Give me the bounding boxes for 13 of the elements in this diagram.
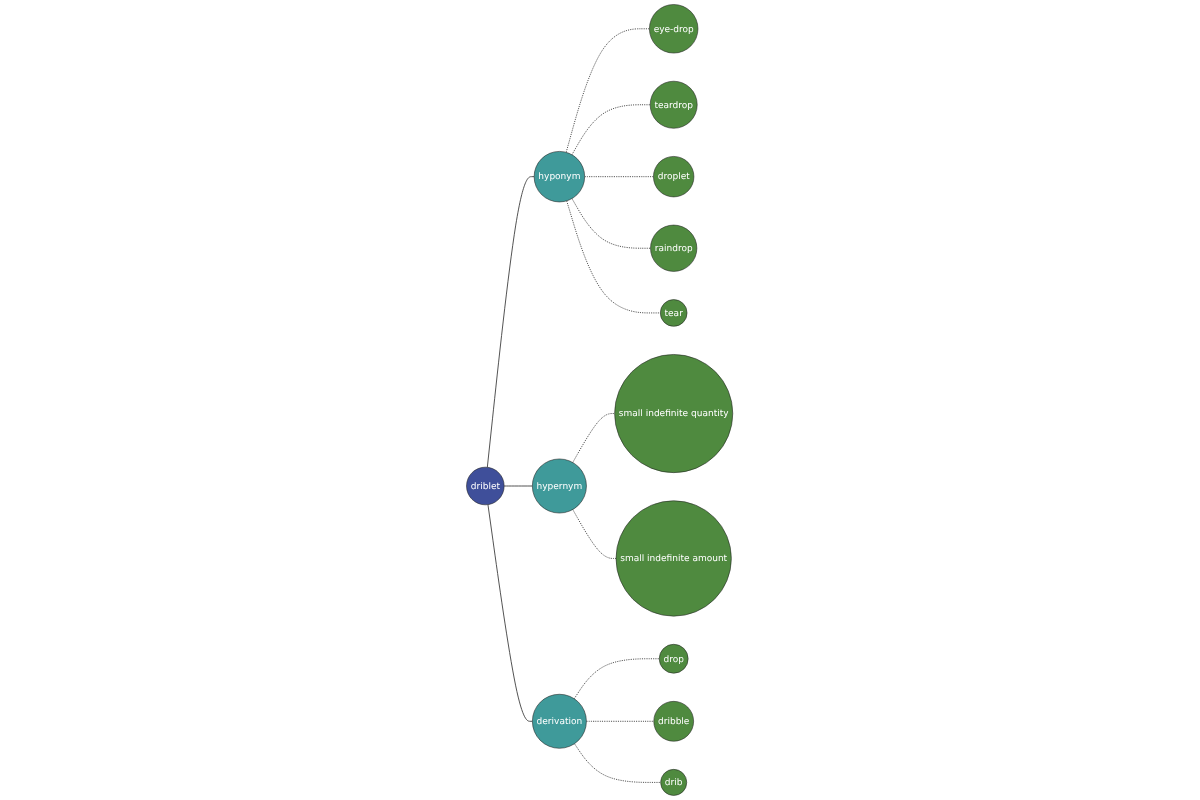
connector [504, 485, 534, 487]
connector [586, 720, 655, 722]
connector [487, 504, 534, 722]
connector [487, 176, 535, 468]
connector [584, 176, 655, 178]
connector [574, 743, 662, 783]
connector [566, 28, 651, 153]
connector [571, 198, 652, 249]
connector [566, 200, 662, 314]
connector [574, 658, 660, 700]
connector [572, 413, 616, 463]
connector [572, 509, 617, 559]
connector [571, 104, 651, 156]
